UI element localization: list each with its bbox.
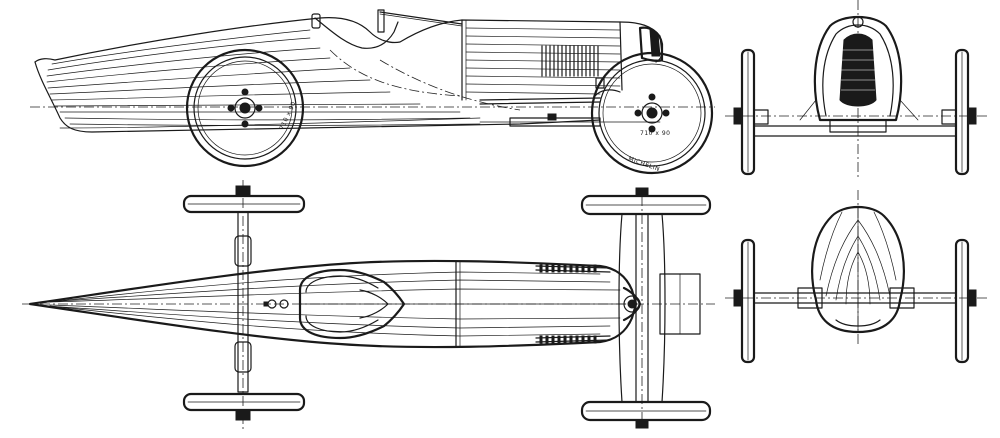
side-front-wheel: MICHELIN 710 x 90	[590, 51, 714, 175]
top-view	[22, 180, 715, 430]
rear-view	[725, 190, 990, 364]
side-chassis	[479, 97, 601, 105]
top-fuel-cap-right	[279, 299, 289, 309]
top-rear-axle	[182, 180, 306, 430]
side-hood-louvres	[541, 45, 599, 77]
rear-view-axle	[753, 292, 957, 304]
side-radiator	[638, 26, 664, 62]
side-fuel-cap	[311, 13, 321, 29]
side-cockpit	[314, 17, 399, 49]
front-view	[725, 0, 990, 180]
top-cockpit	[298, 268, 406, 340]
rear-view-tail-planking	[819, 205, 897, 331]
side-view: 710 x 90 MICHELIN 710 x 90	[30, 9, 715, 175]
rear-view-tail-body	[811, 205, 905, 334]
side-body-planking	[46, 29, 481, 126]
side-hood	[461, 19, 623, 101]
front-view-axle	[753, 125, 957, 137]
side-rear-wheel: 710 x 90	[185, 48, 305, 168]
top-hull-planking	[39, 271, 627, 337]
side-body-outline	[34, 17, 663, 63]
front-view-body	[813, 16, 903, 122]
top-front-axle	[580, 187, 712, 430]
front-tire-size-label: 710 x 90	[640, 130, 670, 137]
